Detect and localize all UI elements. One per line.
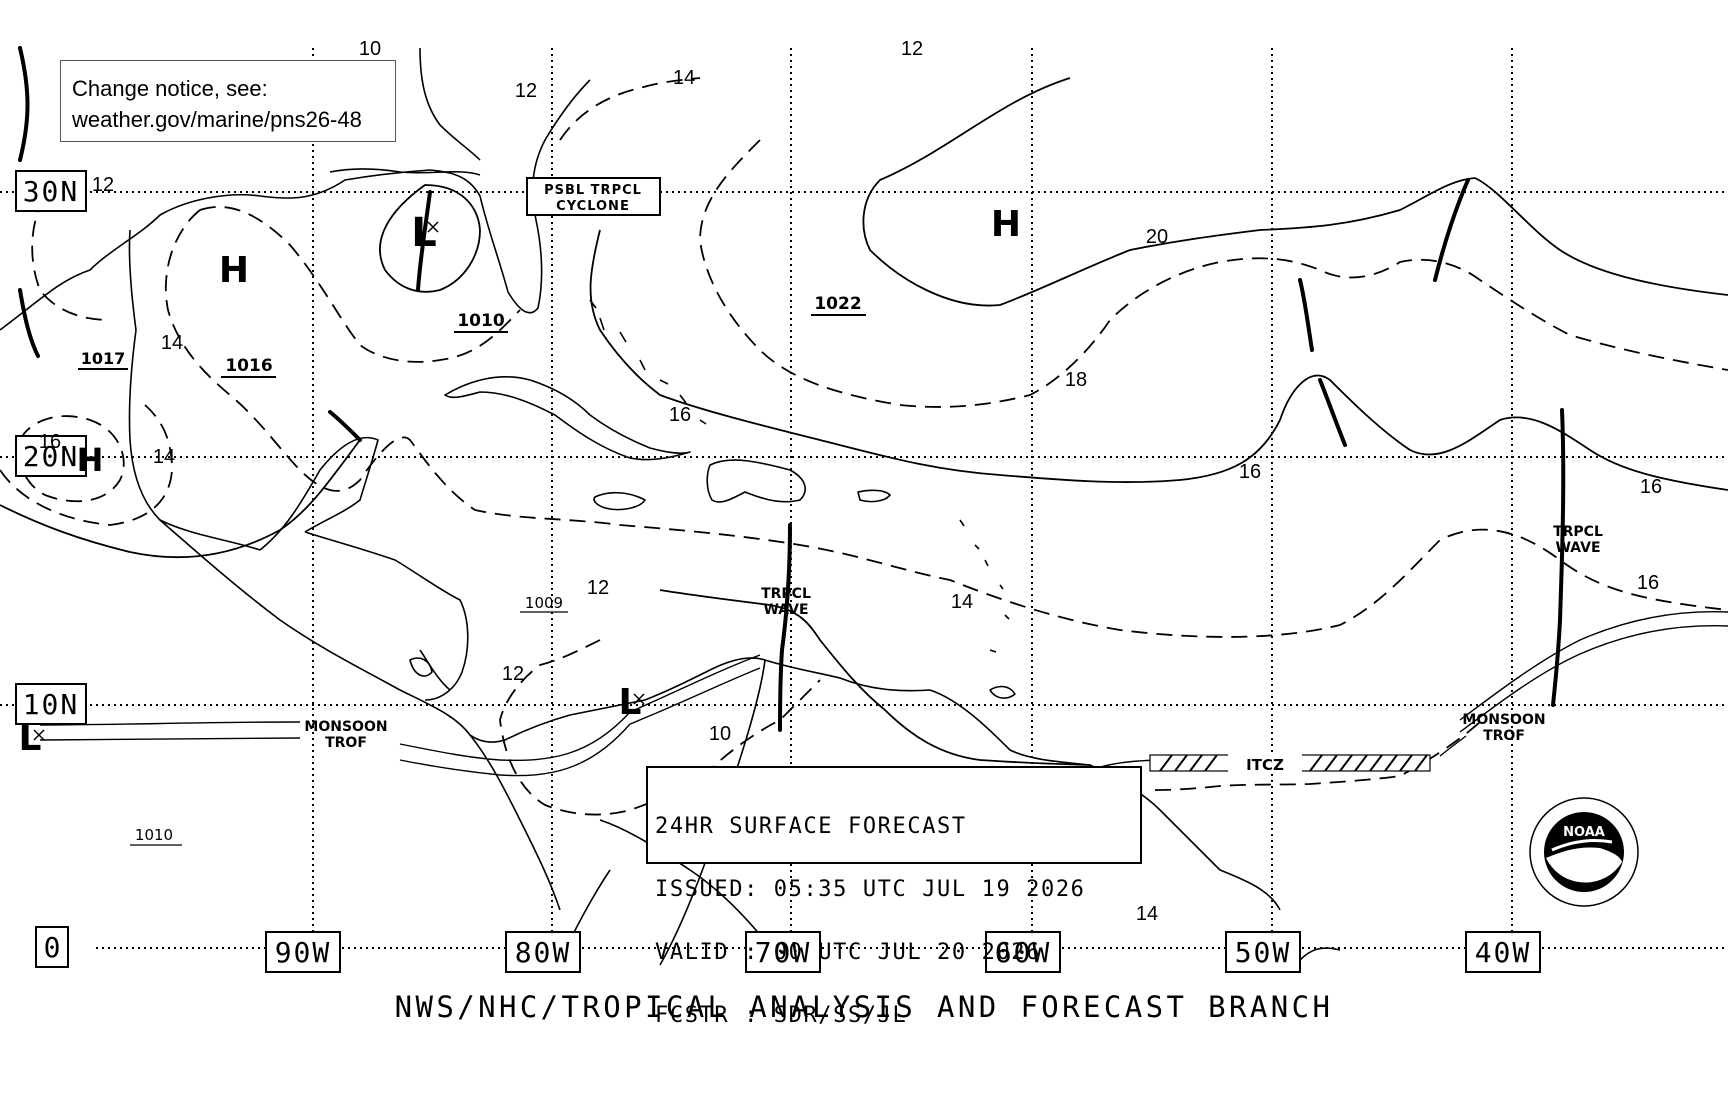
- itcz-band: [1149, 753, 1431, 773]
- high-center-atlantic: H: [991, 204, 1021, 245]
- coastlines: [0, 47, 1341, 966]
- tropical-wave-label-1-line1: TRPCL: [761, 586, 811, 602]
- pressure-value-1009: 1009: [525, 594, 563, 612]
- monsoon-trough-label-1-line1: MONSOON: [304, 719, 387, 735]
- noaa-logo-text: NOAA: [1563, 825, 1605, 840]
- contour-label: 10: [709, 723, 731, 745]
- bold-trough-lines: [18, 46, 1566, 732]
- lon-label-40w: 40W: [1475, 936, 1532, 969]
- pressure-value-1017: 1017: [81, 349, 126, 368]
- forecast-issued: ISSUED: 05:35 UTC JUL 19 2026: [655, 877, 1086, 902]
- contour-label: 12: [587, 577, 609, 599]
- contour-label: 20: [1146, 226, 1168, 248]
- footer-credit: NWS/NHC/TROPICAL ANALYSIS AND FORECAST B…: [394, 990, 1334, 1024]
- forecast-title: 24HR SURFACE FORECAST: [655, 814, 967, 839]
- contour-label: 12: [92, 174, 114, 196]
- contour-label: 16: [1239, 461, 1261, 483]
- latitude-labels: 30N 20N 10N 0: [15, 170, 87, 968]
- lon-label-50w: 50W: [1235, 936, 1292, 969]
- change-notice-link[interactable]: weather.gov/marine/pns26-48: [72, 107, 362, 132]
- contour-label: 16: [39, 431, 61, 453]
- contour-label: 14: [1136, 903, 1158, 925]
- contour-label: 12: [515, 80, 537, 102]
- contour-label: 18: [1065, 369, 1087, 391]
- contour-label: 14: [951, 591, 973, 613]
- low-center-colombia: L: [619, 682, 642, 723]
- lon-label-60w: 60W: [995, 936, 1052, 969]
- tropical-wave-label-2-line1: TRPCL: [1553, 524, 1603, 540]
- contour-label: 12: [901, 38, 923, 60]
- contour-label: 14: [673, 67, 695, 89]
- lon-label-90w: 90W: [275, 936, 332, 969]
- pressure-value-1010-pacific: 1010: [135, 826, 173, 844]
- pressure-values-thin: 1009 1010: [130, 594, 568, 846]
- pressure-centers: H H H L L L: [19, 204, 1022, 759]
- pressure-value-1022: 1022: [814, 294, 861, 314]
- contour-label: 14: [153, 446, 175, 468]
- contour-label: 12: [502, 663, 524, 685]
- contour-label: 14: [161, 332, 183, 354]
- dashed-contours: [0, 77, 1728, 816]
- forecast-forecaster: FCSTR : SDR/SS/JL: [655, 1003, 908, 1028]
- low-center-gulf: L: [411, 210, 437, 256]
- forecast-info-box: 24HR SURFACE FORECAST ISSUED: 05:35 UTC …: [646, 766, 1142, 1027]
- monsoon-trough-label-2-line1: MONSOON: [1462, 712, 1545, 728]
- change-notice-box: Change notice, see: weather.gov/marine/p…: [60, 60, 396, 142]
- pressure-value-1010-gulf: 1010: [457, 311, 504, 331]
- contour-label: 16: [1640, 476, 1662, 498]
- contour-label: 16: [669, 404, 691, 426]
- lon-label-80w: 80W: [515, 936, 572, 969]
- psbl-trpcl-cyclone-line2: CYCLONE: [556, 199, 630, 214]
- wave-height-labels: 12 14 12 14 16 14 12 16 14 16 20 18 16 1…: [39, 38, 1662, 925]
- lon-label-70w: 70W: [755, 936, 812, 969]
- monsoon-trough-label-1-line2: TROF: [325, 735, 367, 751]
- feature-labels: PSBL TRPCL CYCLONE TRPCL WAVE TRPCL WAVE…: [304, 177, 1603, 774]
- itcz-label: ITCZ: [1246, 756, 1284, 774]
- pressure-value-1016: 1016: [225, 356, 272, 376]
- noaa-logo: NOAA: [1529, 797, 1639, 907]
- contour-label: 16: [1637, 572, 1659, 594]
- tropical-wave-label-1-line2: WAVE: [763, 602, 808, 618]
- tropical-wave-label-2-line2: WAVE: [1555, 540, 1600, 556]
- pressure-values: 1017 1016 1010 1022: [78, 294, 866, 378]
- lat-label-30n: 30N: [23, 175, 80, 208]
- high-center-gulf: H: [219, 250, 249, 291]
- solid-contours: [0, 77, 1728, 766]
- low-center-markers: [33, 221, 645, 741]
- longitude-labels: 90W 80W 70W 60W 50W 40W: [265, 931, 1541, 973]
- forecast-valid: VALID : 00 UTC JUL 20 2026: [655, 940, 1041, 965]
- contour-label: 10: [359, 38, 381, 60]
- low-center-pacific: L: [19, 718, 42, 759]
- monsoon-trough-label-2-line2: TROF: [1483, 728, 1525, 744]
- change-notice-line1: Change notice, see:: [72, 76, 268, 101]
- lat-label-0: 0: [44, 931, 61, 964]
- high-center-pacific: H: [77, 441, 104, 479]
- lat-label-10n: 10N: [23, 688, 80, 721]
- lat-label-20n: 20N: [23, 440, 80, 473]
- psbl-trpcl-cyclone-line1: PSBL TRPCL: [544, 183, 642, 198]
